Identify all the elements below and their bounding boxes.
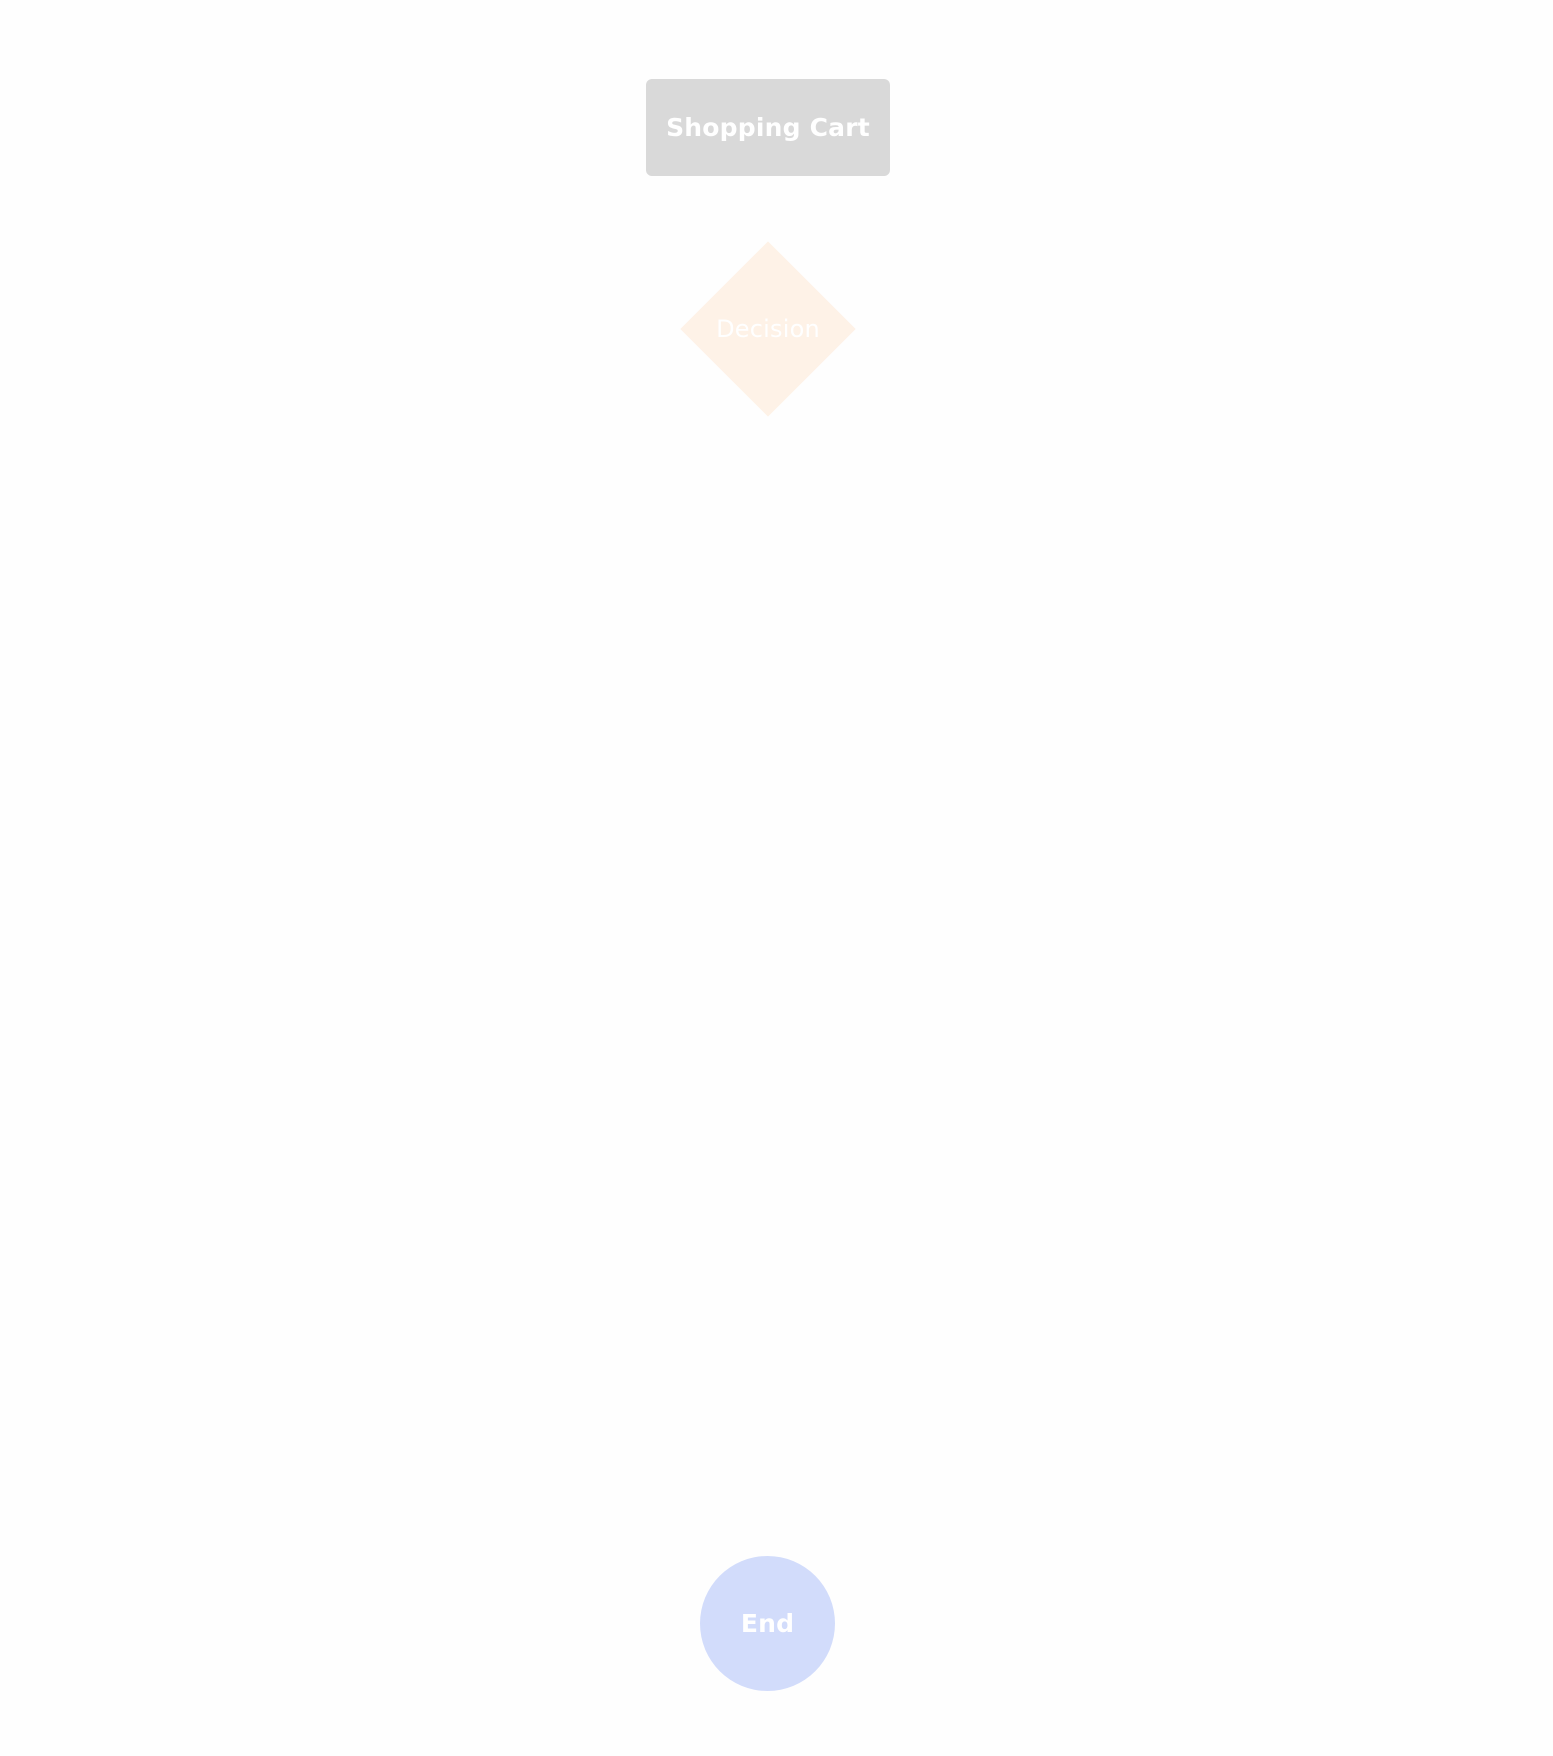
decision-label: Decision	[716, 315, 820, 343]
decision-node[interactable]: Decision	[680, 241, 856, 417]
end-node[interactable]: End	[700, 1556, 835, 1691]
shopping-cart-node[interactable]: Shopping Cart	[646, 79, 890, 176]
end-label: End	[740, 1609, 795, 1638]
shopping-cart-label: Shopping Cart	[666, 113, 870, 142]
